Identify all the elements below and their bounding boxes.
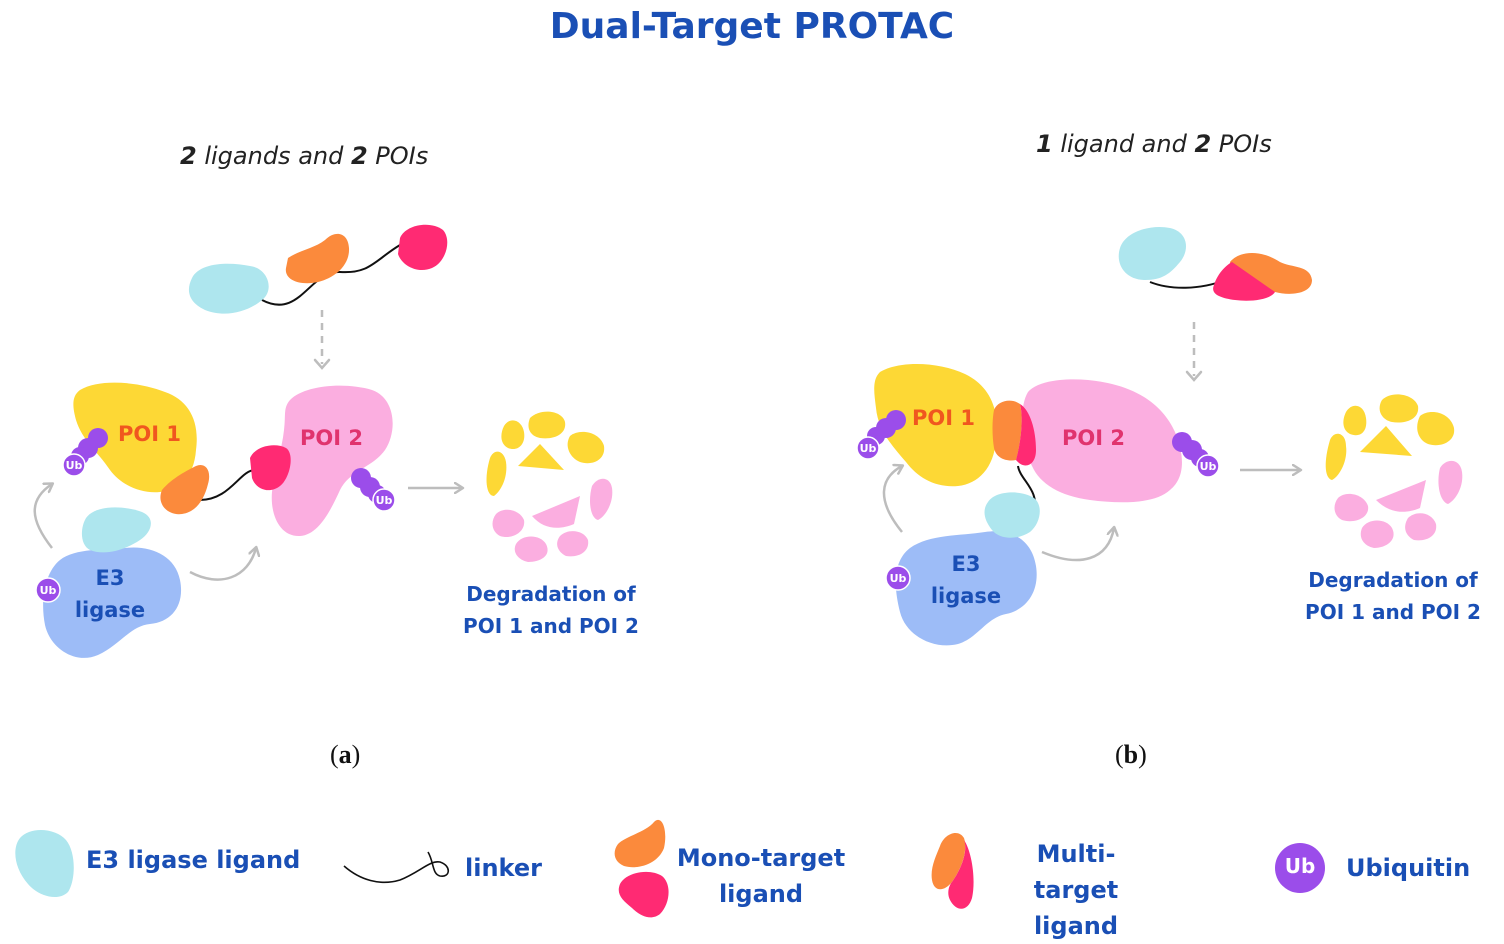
legend-mono-ligand-orange-icon (614, 819, 666, 868)
panel-b-degradation-fragments (1325, 394, 1463, 548)
panel-a-e3-label: E3 ligase (70, 562, 150, 626)
legend-multi-line1: Multi-target (1033, 840, 1119, 904)
panel-b-ub-chain-poi1: Ub (856, 410, 906, 460)
panel-b-poi2-shape (1022, 379, 1182, 503)
panel-b-ub-label-3: Ub (890, 572, 907, 585)
panel-a-label: (a) (330, 740, 360, 770)
panel-b-ub-chain-poi2: Ub (1172, 432, 1220, 478)
panel-b-poi2-label: POI 2 (1062, 426, 1125, 450)
panel-a-ub-chain-poi1: Ub (62, 428, 108, 477)
panel-a-poi1-label: POI 1 (118, 422, 181, 446)
legend-mono-label: Mono-target ligand (676, 840, 846, 912)
panel-a-dashed-arrowhead (313, 358, 331, 370)
panel-b-mono-ligand-bound (992, 400, 1022, 461)
panel-b-e3-line2: ligase (930, 584, 1002, 608)
panel-a-heading-num2: 2 (350, 142, 368, 170)
panel-a-e3-line2: ligase (74, 598, 146, 622)
panel-b-heading: 1 ligand and 2 POIs (1036, 130, 1272, 158)
legend-ubiquitin-label: Ubiquitin (1346, 854, 1471, 882)
panel-b-protac-multi-ligand (1213, 262, 1275, 301)
panel-b-label: (b) (1115, 740, 1147, 770)
panel-a-poi2-shape (271, 385, 393, 537)
panel-a-label-close: ) (351, 740, 361, 769)
legend-multi-ligand-pink-icon (948, 840, 974, 909)
panel-a-label-letter: a (338, 740, 352, 769)
panel-a-ub-label-2: Ub (376, 494, 393, 507)
panel-b-label-close: ) (1138, 740, 1147, 769)
panel-a-degradation-line1: Degradation of (466, 582, 636, 606)
panel-b-e3-line1: E3 (951, 552, 981, 576)
panel-b-curved-arrow-1 (882, 466, 902, 533)
panel-a-e3-line1: E3 (95, 566, 125, 590)
panel-b-dashed-arrowhead (1185, 370, 1203, 382)
panel-a-degradation-line2: POI 1 and POI 2 (463, 614, 639, 638)
legend-linker-label: linker (465, 854, 542, 882)
figure-title: Dual-Target PROTAC (549, 6, 955, 47)
panel-b-degradation-label: Degradation of POI 1 and POI 2 (1282, 564, 1504, 628)
panel-a-protac-e3-ligand (188, 263, 269, 314)
panel-a-e3-ligase-shape (43, 547, 182, 658)
panel-a-degradation-fragments (486, 411, 613, 562)
panel-b-shapes: Ub Ub Ub (856, 226, 1463, 646)
panel-b-e3-ligase-shape (895, 531, 1037, 646)
panel-a-mono-ligand-bound (160, 464, 210, 515)
panel-b-heading-mid: ligand and (1052, 130, 1195, 158)
panel-a-heading-end: POIs (367, 142, 429, 170)
panel-a-label-open: ( (330, 740, 339, 769)
panel-b-ub-label-2: Ub (1200, 460, 1217, 473)
panel-b-poi1-label: POI 1 (912, 406, 975, 430)
panel-a-multi-ligand-bound (250, 445, 291, 491)
panel-a-shapes: Ub Ub Ub (33, 224, 613, 658)
panel-a-ub-label-1: Ub (66, 459, 83, 472)
legend-e3-ligand-icon (15, 829, 74, 898)
panel-b-heading-end: POIs (1211, 130, 1272, 158)
panel-a-e3-ligand-bound (81, 507, 151, 553)
panel-b-label-open: ( (1115, 740, 1124, 769)
legend-multi-label: Multi-target ligand (996, 836, 1156, 944)
legend-ubiquitin-icon (1275, 843, 1325, 893)
legend-shapes (15, 819, 1325, 918)
legend-mono-ligand-pink-icon (618, 871, 669, 918)
panel-b-e3-ligand-bound (984, 492, 1040, 538)
legend-mono-line1: Mono-target (676, 844, 846, 872)
panel-b-degradation-line1: Degradation of (1308, 568, 1478, 592)
panel-a-poi1-shape (73, 382, 197, 493)
panel-a-ub-label-3: Ub (40, 584, 57, 597)
panel-a-degradation-label: Degradation of POI 1 and POI 2 (440, 578, 662, 642)
panel-a-curved-arrow-2 (189, 548, 256, 581)
legend-multi-ligand-orange-icon (931, 832, 966, 890)
panel-b-heading-num1: 1 (1036, 130, 1053, 158)
legend-ub-badge-label: Ub (1284, 854, 1316, 878)
panel-a-heading: 2 ligands and 2 POIs (180, 142, 428, 170)
panel-b-protac-e3-ligand (1118, 226, 1186, 280)
panel-b-poi1-shape (874, 363, 997, 487)
panel-a-poi2-label: POI 2 (300, 426, 363, 450)
legend-multi-line2: ligand (1033, 912, 1119, 940)
legend-linker-icon (343, 851, 450, 884)
panel-b-ub-label-1: Ub (860, 442, 877, 455)
panel-a-heading-num1: 2 (180, 142, 197, 170)
panel-a-protac-multi-ligand (398, 224, 448, 271)
panel-b-heading-num2: 2 (1194, 130, 1212, 158)
panel-a-ub-e3: Ub (35, 577, 61, 603)
panel-b-e3-label: E3 ligase (924, 548, 1008, 612)
legend-mono-line2: ligand (718, 880, 804, 908)
panel-b-multi-ligand-bound (1016, 404, 1036, 466)
panel-b-degradation-line2: POI 1 and POI 2 (1305, 600, 1481, 624)
panel-a-protac-mono-ligand (285, 233, 350, 284)
panel-b-curved-arrow-2 (1041, 528, 1114, 562)
panel-b-label-letter: b (1123, 740, 1139, 769)
panel-b-ub-e3: Ub (885, 565, 911, 591)
panel-a-curved-arrow-1 (33, 484, 52, 549)
legend-e3-ligand-label: E3 ligase ligand (86, 846, 301, 874)
panel-a-ub-chain-poi2: Ub (351, 468, 396, 512)
panel-a-heading-mid: ligands and (196, 142, 351, 170)
